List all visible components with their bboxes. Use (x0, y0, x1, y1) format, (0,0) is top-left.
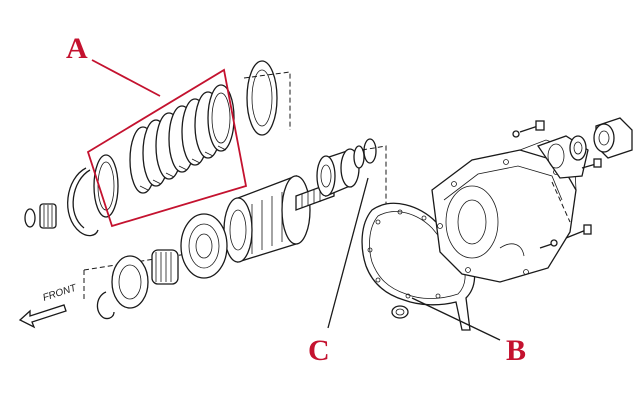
bolt-part (512, 120, 545, 138)
callout-c-leader (327, 177, 369, 329)
callout-c-label: C (308, 334, 330, 367)
oil-seal-part (391, 305, 409, 319)
front-direction-label: FRONT (42, 282, 79, 303)
front-direction-arrow (18, 304, 67, 329)
pressure-plate-part (246, 60, 278, 136)
callout-b-label: B (506, 334, 526, 367)
callout-a-label: A (66, 32, 88, 65)
assembly-guide-line (361, 145, 387, 204)
small-snap-ring-part (96, 291, 115, 320)
output-bushing-part (593, 117, 633, 159)
hub-assembly-part (180, 213, 228, 279)
bolt-part (539, 239, 558, 249)
output-seal-part (569, 135, 587, 161)
clutch-drum-part (223, 175, 311, 263)
gasket-part (361, 202, 476, 331)
snap-ring-part (67, 167, 99, 237)
o-ring-pair-part (353, 138, 377, 169)
clutch-pack-part (93, 84, 235, 218)
callout-a-leader (91, 59, 161, 97)
needle-bearing-part (24, 203, 57, 229)
bolt-part (565, 224, 592, 239)
assembly-guide-line (551, 181, 571, 223)
roller-bearing-part (151, 249, 179, 285)
bolt-part (581, 158, 602, 169)
callout-b-leader (411, 297, 501, 341)
transmission-case-part (431, 139, 577, 283)
thrust-washer-part (111, 255, 149, 309)
callout-a-highlight-box (86, 68, 248, 228)
shaft-bearing-part (316, 148, 360, 197)
